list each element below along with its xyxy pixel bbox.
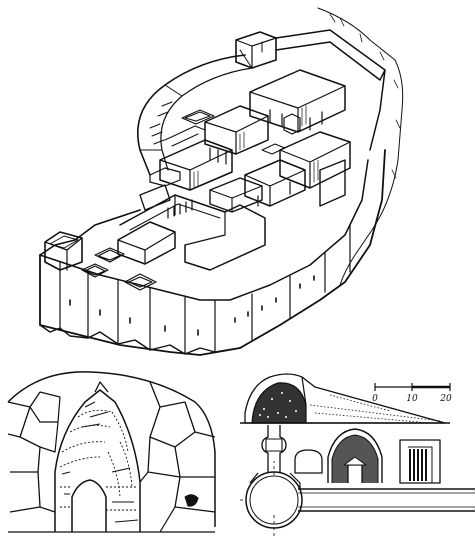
tholos-section-plan-figure: 0 10 20 [240,365,475,539]
tholos-drawing-icon: 0 10 20 [240,373,475,537]
corbelled-gallery-figure [0,362,222,539]
scale-bar: 0 10 20 [372,383,452,404]
citadel-axonometric-figure [39,7,404,356]
scale-tick-20: 20 [439,394,452,404]
scale-tick-0: 0 [372,394,378,404]
scale-tick-10: 10 [406,394,418,404]
citadel-drawing-icon [39,7,404,356]
gallery-drawing-icon [7,371,216,533]
